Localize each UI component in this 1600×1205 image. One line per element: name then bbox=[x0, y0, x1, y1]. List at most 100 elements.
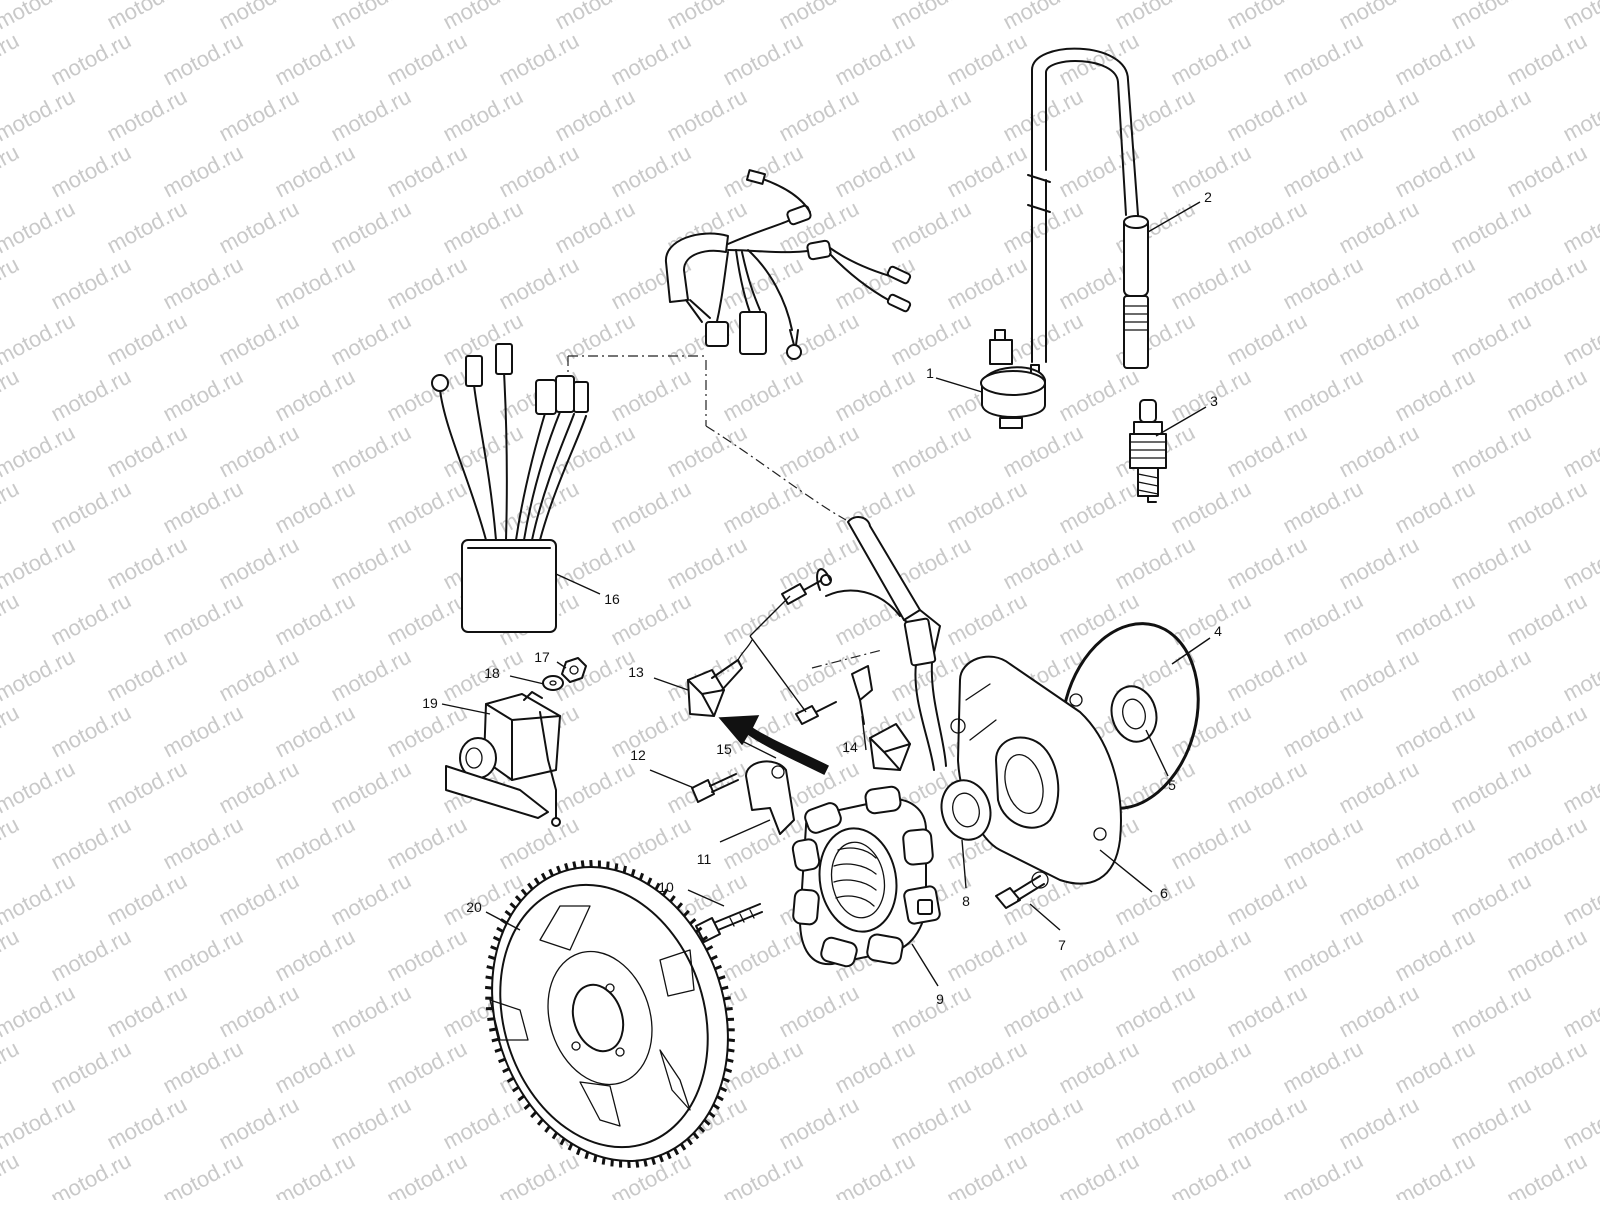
watermark-text: motod.ru bbox=[0, 476, 23, 539]
watermark-text: motod.ru bbox=[327, 308, 415, 371]
watermark-text: motod.ru bbox=[1391, 1148, 1479, 1200]
watermark-text: motod.ru bbox=[159, 364, 247, 427]
watermark-text: motod.ru bbox=[47, 140, 135, 203]
flywheel-tooth bbox=[722, 1077, 730, 1083]
watermark-text: motod.ru bbox=[775, 980, 863, 1043]
callout-7: 7 bbox=[1058, 937, 1066, 953]
flywheel-tooth bbox=[589, 859, 593, 868]
watermark-text: motod.ru bbox=[775, 0, 863, 34]
flywheel-tooth bbox=[491, 1037, 499, 1043]
watermark-text: motod.ru bbox=[719, 140, 807, 203]
watermark-text: motod.ru bbox=[1503, 364, 1591, 427]
flywheel-tooth bbox=[520, 888, 528, 896]
watermark-text: motod.ru bbox=[663, 532, 751, 595]
watermark-text: motod.ru bbox=[1447, 644, 1535, 707]
watermark-text: motod.ru bbox=[327, 0, 415, 34]
watermark-text: motod.ru bbox=[1559, 980, 1600, 1043]
watermark-text: motod.ru bbox=[1279, 476, 1367, 539]
flywheel-tooth bbox=[593, 1154, 598, 1163]
watermark-text: motod.ru bbox=[1111, 0, 1199, 34]
watermark-text: motod.ru bbox=[383, 812, 471, 875]
flywheel-tooth bbox=[580, 860, 585, 868]
watermark-text: motod.ru bbox=[1559, 84, 1600, 147]
flywheel-tooth bbox=[498, 1057, 506, 1064]
wire-clamp bbox=[745, 760, 795, 835]
watermark-text: motod.ru bbox=[999, 1092, 1087, 1155]
watermark-text: motod.ru bbox=[1111, 980, 1199, 1043]
watermark-text: motod.ru bbox=[1391, 700, 1479, 763]
oil-seal bbox=[1110, 685, 1158, 743]
watermark-text: motod.ru bbox=[0, 140, 23, 203]
flywheel-tooth bbox=[692, 1132, 700, 1140]
watermark-text: motod.ru bbox=[271, 140, 359, 203]
watermark-text: motod.ru bbox=[47, 700, 135, 763]
watermark-text: motod.ru bbox=[1335, 644, 1423, 707]
watermark-text: motod.ru bbox=[1391, 588, 1479, 651]
pulser-coil bbox=[687, 639, 753, 717]
flywheel-tooth bbox=[485, 996, 493, 1000]
flywheel-tooth bbox=[724, 1067, 733, 1073]
watermark-text: motod.ru bbox=[271, 924, 359, 987]
watermark-text: motod.ru bbox=[1335, 196, 1423, 259]
watermark-text: motod.ru bbox=[0, 420, 79, 483]
watermark-text: motod.ru bbox=[383, 1148, 471, 1200]
watermark-text: motod.ru bbox=[943, 1036, 1031, 1099]
watermark-text: motod.ru bbox=[1167, 1036, 1255, 1099]
watermark-text: motod.ru bbox=[1335, 532, 1423, 595]
watermark-text: motod.ru bbox=[999, 0, 1087, 34]
watermark-text: motod.ru bbox=[271, 812, 359, 875]
watermark-text: motod.ru bbox=[0, 532, 79, 595]
watermark-text: motod.ru bbox=[327, 980, 415, 1043]
watermark-text: motod.ru bbox=[215, 0, 303, 34]
watermark-text: motod.ru bbox=[1167, 924, 1255, 987]
flywheel-tooth bbox=[686, 1137, 693, 1146]
watermark-text: motod.ru bbox=[1335, 0, 1423, 34]
watermark-text: motod.ru bbox=[1559, 308, 1600, 371]
watermark-text: motod.ru bbox=[383, 1036, 471, 1099]
watermark-text: motod.ru bbox=[1055, 140, 1143, 203]
watermark-text: motod.ru bbox=[1559, 1092, 1600, 1155]
watermark-text: motod.ru bbox=[943, 1148, 1031, 1200]
watermark-text: motod.ru bbox=[943, 252, 1031, 315]
watermark-text: motod.ru bbox=[1223, 868, 1311, 931]
flywheel-tooth bbox=[643, 1159, 648, 1167]
watermark-text: motod.ru bbox=[271, 28, 359, 91]
flywheel-tooth bbox=[679, 1143, 687, 1151]
flywheel-tooth bbox=[614, 863, 619, 871]
watermark-text: motod.ru bbox=[663, 0, 751, 34]
watermark-text: motod.ru bbox=[1447, 84, 1535, 147]
watermark-text: motod.ru bbox=[327, 420, 415, 483]
callout-14: 14 bbox=[842, 739, 858, 755]
watermark-text: motod.ru bbox=[943, 476, 1031, 539]
watermark-text: motod.ru bbox=[1223, 644, 1311, 707]
flywheel-tooth bbox=[494, 1047, 503, 1053]
flywheel-tooth bbox=[646, 877, 653, 886]
watermark-text: motod.ru bbox=[551, 308, 639, 371]
watermark-text: motod.ru bbox=[1335, 84, 1423, 147]
callout-9: 9 bbox=[936, 991, 944, 1007]
watermark-text: motod.ru bbox=[1559, 868, 1600, 931]
flywheel-tooth bbox=[559, 1137, 566, 1146]
watermark-text: motod.ru bbox=[719, 28, 807, 91]
cdi-box bbox=[431, 343, 589, 633]
watermark-text: motod.ru bbox=[1447, 196, 1535, 259]
watermark-text: motod.ru bbox=[1279, 28, 1367, 91]
watermark-text: motod.ru bbox=[495, 812, 583, 875]
watermark-text: motod.ru bbox=[327, 196, 415, 259]
watermark-text: motod.ru bbox=[1223, 756, 1311, 819]
watermark-text: motod.ru bbox=[271, 252, 359, 315]
flywheel-tooth bbox=[564, 863, 569, 871]
watermark-text: motod.ru bbox=[47, 364, 135, 427]
flywheel-tooth bbox=[727, 1028, 735, 1032]
watermark-text: motod.ru bbox=[159, 700, 247, 763]
callout-1: 1 bbox=[926, 365, 934, 381]
watermark-text: motod.ru bbox=[1055, 28, 1143, 91]
watermark-text: motod.ru bbox=[1055, 1148, 1143, 1200]
flywheel-tooth bbox=[726, 1058, 734, 1063]
spark-plug-cable bbox=[1027, 47, 1139, 363]
watermark-text: motod.ru bbox=[1447, 756, 1535, 819]
watermark-text: motod.ru bbox=[943, 924, 1031, 987]
watermark-text: motod.ru bbox=[1223, 980, 1311, 1043]
